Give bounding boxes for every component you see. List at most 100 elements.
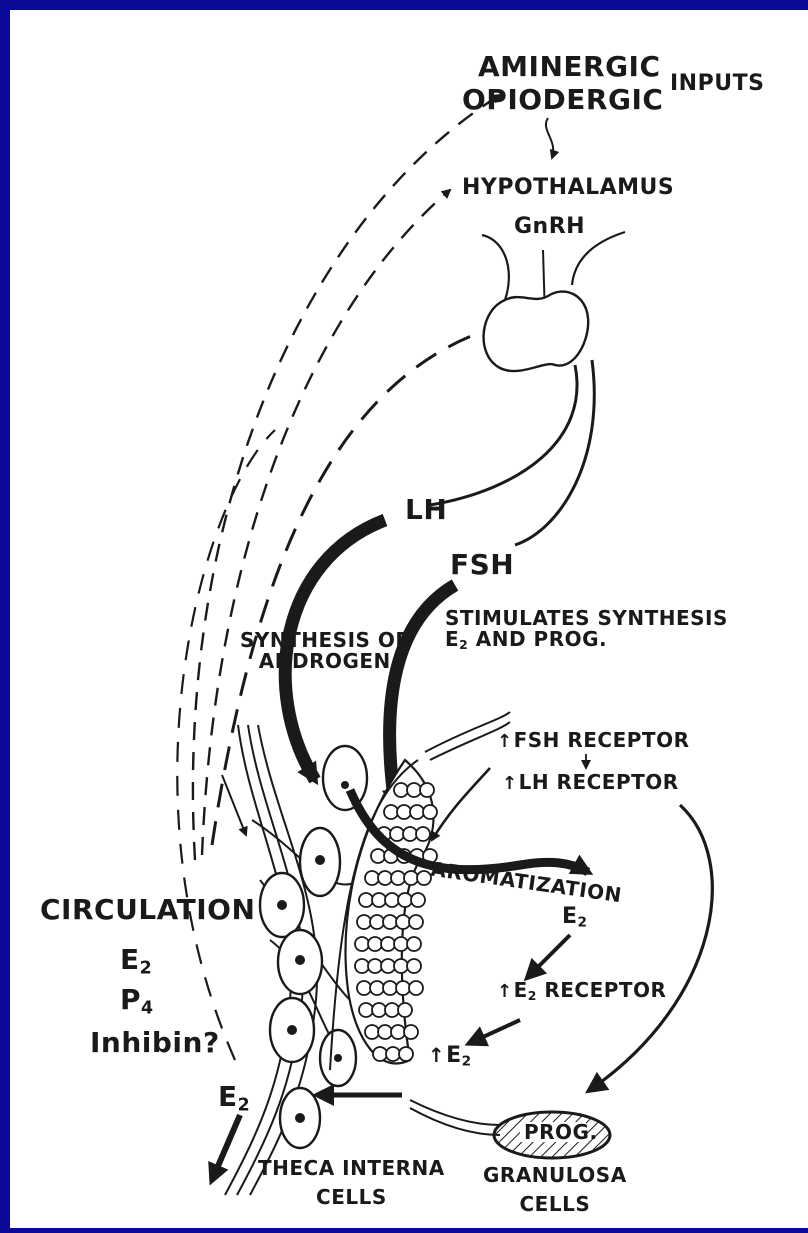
label-lh-receptor: LH RECEPTOR <box>502 772 679 794</box>
e2-a-sub: 2 <box>578 914 588 930</box>
granulosa-cell <box>365 1025 379 1039</box>
granulosa-cell <box>398 1003 412 1017</box>
granulosa-line-2: CELLS <box>483 1194 627 1215</box>
label-fsh-receptor: FSH RECEPTOR <box>497 730 689 752</box>
inputs-to-hypothalamus-arrow <box>546 118 553 158</box>
granulosa-cell <box>409 981 423 995</box>
e2-out-main: E <box>218 1080 238 1113</box>
granulosa-cell <box>378 871 392 885</box>
granulosa-cell <box>404 871 418 885</box>
label-prog: PROG. <box>524 1122 598 1143</box>
hypothalamus-outline <box>482 232 625 300</box>
e2-to-receptor-arrow <box>528 935 570 977</box>
granulosa-cell <box>357 915 371 929</box>
granulosa-cell <box>370 915 384 929</box>
label-e2-aromatized: E2 <box>562 905 588 930</box>
e2-receptor-rest: RECEPTOR <box>537 978 667 1002</box>
label-fsh: FSH <box>450 550 514 579</box>
circ-p-sub: 4 <box>141 998 154 1018</box>
theca-line-1: THECA INTERNA <box>258 1158 445 1179</box>
label-hypothalamus: HYPOTHALAMUS <box>462 176 674 199</box>
label-e2-increase: E2 <box>428 1044 472 1069</box>
feedback-arc-pituitary <box>212 320 525 845</box>
feedback-arc-long <box>177 430 275 1060</box>
stimulates-e-sub: 2 <box>459 637 468 652</box>
label-circulation: CIRCULATION <box>40 895 255 924</box>
e2-receptor-main: E <box>497 978 528 1002</box>
label-inputs: INPUTS <box>670 72 764 95</box>
granulosa-cell <box>381 959 395 973</box>
label-e2-receptor: E2 RECEPTOR <box>497 980 666 1002</box>
granulosa-cell <box>391 1025 405 1039</box>
granulosa-cell <box>385 1003 399 1017</box>
e2-output-arrow <box>212 1115 240 1180</box>
granulosa-cell <box>394 937 408 951</box>
circ-e: E <box>120 943 140 976</box>
e2-up-sub: 2 <box>462 1053 472 1069</box>
stimulates-line-1: STIMULATES SYNTHESIS <box>445 608 728 629</box>
label-e2-output: E2 <box>218 1082 250 1115</box>
granulosa-cell <box>410 805 424 819</box>
granulosa-cell <box>359 1003 373 1017</box>
label-synthesis-of-androgen: SYNTHESIS OF ANDROGEN <box>240 630 410 672</box>
label-granulosa-cells: GRANULOSA CELLS <box>483 1165 627 1215</box>
receptor-to-e2-arrow <box>470 1020 520 1043</box>
label-lh: LH <box>405 495 447 524</box>
granulosa-cell <box>371 849 385 863</box>
synthesis-line-2: ANDROGEN <box>240 651 410 672</box>
label-stimulates: STIMULATES SYNTHESIS E2 AND PROG. <box>445 608 728 651</box>
granulosa-cell <box>396 915 410 929</box>
fsh-receptor-arrow <box>432 768 490 840</box>
granulosa-cell <box>407 959 421 973</box>
granulosa-line-1: GRANULOSA <box>483 1165 627 1186</box>
granulosa-cell <box>355 959 369 973</box>
granulosa-cell <box>386 1047 400 1061</box>
label-opiodergic: OPIODERGIC <box>462 85 663 114</box>
granulosa-cell <box>357 981 371 995</box>
granulosa-cell <box>355 937 369 951</box>
fsh-line <box>515 360 594 545</box>
circ-e-sub: 2 <box>140 958 153 978</box>
stimulates-line-2: E2 AND PROG. <box>445 629 728 651</box>
granulosa-cell <box>383 981 397 995</box>
lh-receptor-loop <box>590 805 712 1090</box>
granulosa-cell <box>381 937 395 951</box>
circ-p: P <box>120 983 141 1016</box>
e2-receptor-sub: 2 <box>528 988 537 1003</box>
e2-up-main: E <box>428 1043 462 1068</box>
label-aminergic: AMINERGIC <box>478 52 661 81</box>
granulosa-cell <box>368 959 382 973</box>
granulosa-cell <box>383 915 397 929</box>
granulosa-cell <box>365 871 379 885</box>
granulosa-cell <box>399 1047 413 1061</box>
granulosa-cell <box>368 937 382 951</box>
synthesis-line-1: SYNTHESIS OF <box>240 630 410 651</box>
stimulates-e: E <box>445 627 459 651</box>
lh-line <box>430 365 577 505</box>
granulosa-cell <box>407 937 421 951</box>
granulosa-cell <box>384 805 398 819</box>
granulosa-link-line <box>410 1100 500 1135</box>
granulosa-cell <box>390 827 404 841</box>
granulosa-cell <box>394 959 408 973</box>
granulosa-cell <box>409 915 423 929</box>
e2-out-sub: 2 <box>238 1095 251 1115</box>
granulosa-cell <box>394 783 408 797</box>
granulosa-cell <box>359 893 373 907</box>
granulosa-cell <box>372 1003 386 1017</box>
label-circ-e2: E2 <box>120 945 152 978</box>
granulosa-cell <box>411 893 425 907</box>
pituitary-gland <box>484 292 589 372</box>
granulosa-cell <box>398 893 412 907</box>
label-theca-interna-cells: THECA INTERNA CELLS <box>258 1158 445 1208</box>
granulosa-cell <box>404 1025 418 1039</box>
stimulates-rest: AND PROG. <box>468 627 607 651</box>
vessel-inflow-arrow <box>222 775 246 835</box>
granulosa-cell <box>373 1047 387 1061</box>
granulosa-cell <box>370 981 384 995</box>
e2-a-main: E <box>562 904 578 929</box>
label-circ-p4: P4 <box>120 985 154 1018</box>
label-gnrh: GnRH <box>514 215 585 238</box>
theca-line-2: CELLS <box>258 1187 445 1208</box>
granulosa-cell <box>385 893 399 907</box>
